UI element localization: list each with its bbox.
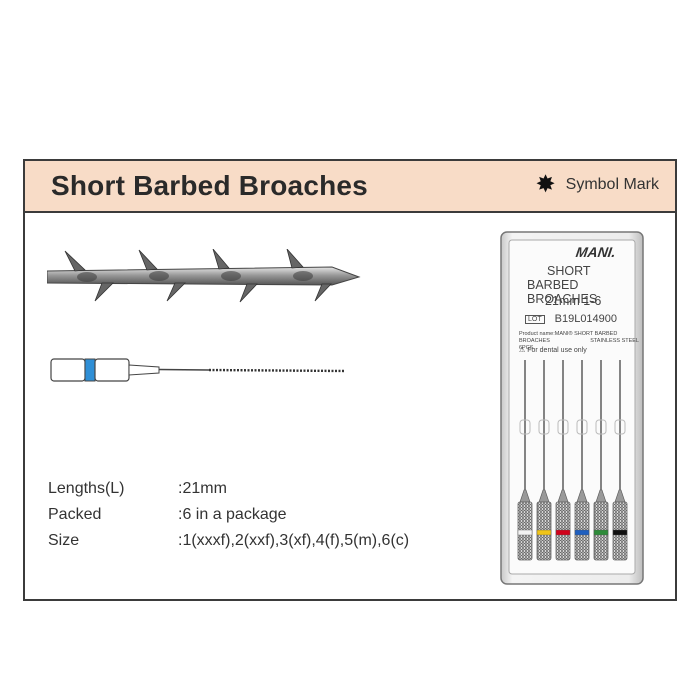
broach-shafts — [517, 360, 628, 561]
broach-holder-clip — [538, 419, 550, 435]
product-card: Short Barbed Broaches ✸ Symbol Mark — [23, 159, 677, 601]
spec-value: :1(xxxf),2(xxf),3(xf),4(f),5(m),6(c) — [178, 532, 410, 549]
spec-label: Packed — [48, 506, 102, 523]
broach-holder-clip — [557, 419, 569, 435]
page-title: Short Barbed Broaches — [51, 170, 368, 201]
package-case — [500, 231, 644, 585]
symbol-mark: ✸ Symbol Mark — [535, 171, 659, 198]
barbed-tip-illustration — [47, 249, 361, 303]
spec-label: Size — [48, 532, 80, 549]
broach-instrument-illustration — [50, 358, 346, 382]
product-package-image: MANI. SHORT BARBED BROACHES 21mm 1-6 LOT… — [499, 230, 645, 586]
asterisk-star-icon: ✸ — [535, 171, 556, 198]
symbol-mark-label: Symbol Mark — [565, 176, 659, 193]
handle-color-band — [84, 358, 96, 382]
broach-size-color-band — [574, 529, 590, 536]
spec-row-size: Size :1(xxxf),2(xxf),3(xf),4(f),5(m),6(c… — [48, 528, 409, 554]
header-bar: Short Barbed Broaches ✸ Symbol Mark — [25, 161, 675, 213]
spec-row-packed: Packed :6 in a package — [48, 502, 409, 528]
broach-size-color-band — [612, 529, 628, 536]
spec-value: :21mm — [178, 480, 227, 497]
broach-size-color-band — [536, 529, 552, 536]
spec-list: Lengths(L) :21mm Packed :6 in a package … — [48, 476, 409, 554]
broach-size-color-band — [517, 529, 533, 536]
broach-holder-clip — [519, 419, 531, 435]
broach-size-color-band — [555, 529, 571, 536]
spec-value: :6 in a package — [178, 506, 287, 523]
spec-row-length: Lengths(L) :21mm — [48, 476, 409, 502]
broach-holder-clip — [614, 419, 626, 435]
spec-label: Lengths(L) — [48, 480, 125, 497]
broach-size-color-band — [593, 529, 609, 536]
broach-holder-clip — [595, 419, 607, 435]
broach-holder-clip — [576, 419, 588, 435]
